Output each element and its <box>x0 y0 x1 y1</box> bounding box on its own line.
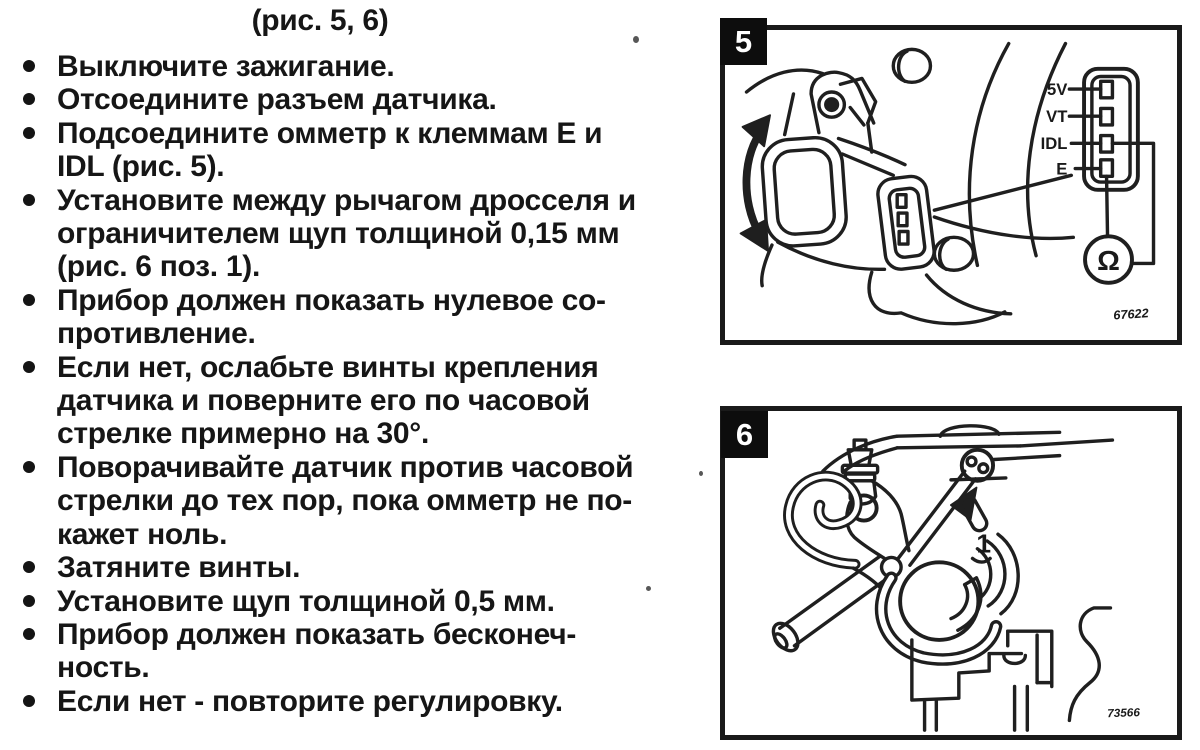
throttle-cam <box>874 560 1003 666</box>
ohmmeter-symbol: Ω <box>1097 244 1120 276</box>
bracket-bar <box>821 424 1115 473</box>
screw-hole <box>932 235 976 272</box>
instruction-item: Прибор должен показать бесконеч- ность. <box>20 618 710 685</box>
scan-speck <box>699 471 703 476</box>
pin-label-vt: VT <box>1046 107 1067 126</box>
flange-line <box>760 243 774 288</box>
figure6-drawing: 1 73566 <box>771 424 1141 732</box>
flange-line <box>924 273 1013 316</box>
instruction-item: Поворачивайте датчик против часовой стре… <box>20 451 710 551</box>
ohmmeter-circle <box>1083 234 1134 285</box>
adjusting-screw <box>840 438 880 506</box>
instruction-item: Если нет, ослабьте винты крепления датчи… <box>20 351 710 451</box>
leader-line <box>932 173 1074 212</box>
ohmmeter-wire <box>1110 141 1156 266</box>
figure6-code: 73566 <box>1107 706 1141 720</box>
figure5-code: 67622 <box>1113 306 1149 322</box>
throttle-sensor-drawing <box>760 70 936 272</box>
pin-label-idl: IDL <box>1041 134 1068 153</box>
scan-speck <box>633 36 639 43</box>
instruction-item: Подсоедините омметр к клеммам Е и IDL (р… <box>20 117 710 184</box>
cable-hook <box>783 470 890 598</box>
pin-vt <box>1098 106 1115 127</box>
instruction-item: Установите между рычагом дросселя и огра… <box>20 184 710 284</box>
instruction-list: Выключите зажигание. Отсоедините разъем … <box>20 50 710 718</box>
pin-label-5v: 5V <box>1047 80 1067 99</box>
screw-hole <box>891 47 933 85</box>
pin-5v <box>1098 79 1115 100</box>
figure5-label: 5 <box>720 18 767 65</box>
page-title: (рис. 5, 6) <box>251 4 389 37</box>
housing-line <box>782 92 796 137</box>
leader-line <box>932 215 1076 241</box>
instruction-item: Если нет - повторите регулировку. <box>20 685 710 718</box>
pin-e <box>1098 158 1115 178</box>
pin-idl <box>1098 133 1115 154</box>
instruction-item: Прибор должен показать нулевое со- проти… <box>20 284 710 351</box>
rotation-arrow-icon <box>739 114 771 252</box>
feeler-gauge-rod <box>771 554 895 653</box>
instruction-item: Отсоедините разъем датчика. <box>20 83 710 116</box>
bracket-edge <box>870 479 911 553</box>
figure6-label: 6 <box>721 411 768 458</box>
pin-label-e: E <box>1056 159 1067 178</box>
figure6-panel: 6 <box>720 406 1182 740</box>
housing-base <box>910 606 1113 732</box>
bracket-edge <box>845 500 887 561</box>
housing-line <box>744 68 825 94</box>
callout-1: 1 <box>976 529 991 559</box>
instruction-item: Затяните винты. <box>20 551 710 584</box>
spring-arcs <box>975 532 1020 616</box>
housing-arc <box>1025 41 1068 258</box>
connector-schematic <box>1067 66 1156 285</box>
figure5-drawing: 5V VT IDL E Ω 67622 <box>739 41 1156 326</box>
housing-arc <box>967 41 1011 268</box>
figure5-panel: 5 <box>720 18 1182 345</box>
flange-line <box>867 270 1007 326</box>
scan-speck <box>646 586 651 591</box>
feeler-blade <box>959 494 989 533</box>
instruction-column: (рис. 5, 6) Выключите зажигание. Отсоеди… <box>20 4 710 718</box>
throttle-lever <box>896 447 1062 567</box>
ohmmeter-wire <box>1104 174 1110 239</box>
instruction-item: Выключите зажигание. <box>20 50 710 83</box>
instruction-item: Установите щуп толщиной 0,5 мм. <box>20 585 710 618</box>
